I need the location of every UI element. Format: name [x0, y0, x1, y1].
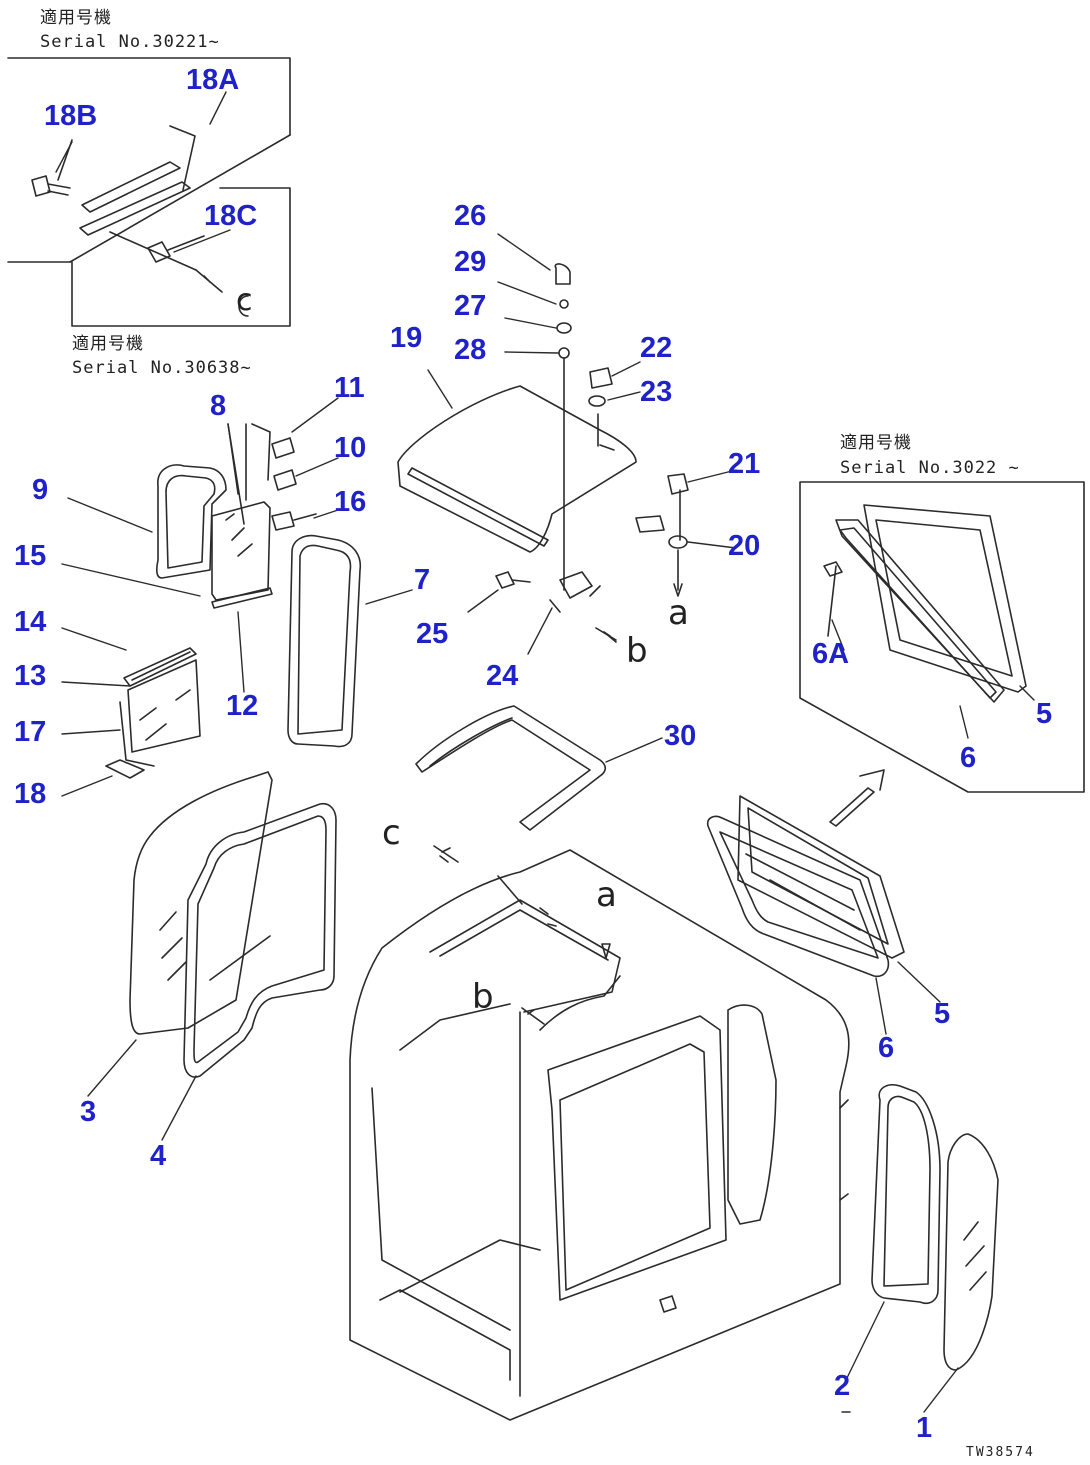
callout-18: 18	[14, 778, 47, 810]
roof-glass-19	[397, 385, 637, 553]
callout-15: 15	[14, 540, 47, 572]
callout-19: 19	[390, 322, 423, 354]
callout-18B: 18B	[44, 100, 98, 132]
inset-frame-serial-30638	[71, 187, 291, 327]
callout-29: 29	[454, 246, 487, 278]
weatherstrip-7	[287, 534, 362, 748]
callout-13: 13	[14, 660, 47, 692]
callout-30: 30	[664, 720, 697, 752]
leader-lines	[55, 91, 1035, 1413]
ref-letter-c-inset: c	[236, 283, 253, 318]
reference-arrows	[433, 631, 617, 1025]
serial-note-inset: Serial No.30638~	[72, 358, 252, 378]
serial-note-top-left: Serial No.30221~	[40, 32, 220, 52]
callout-28: 28	[454, 334, 487, 366]
stopper-17-18	[105, 759, 145, 779]
rail-12-14-15	[123, 587, 273, 687]
roof-fasteners	[495, 263, 689, 641]
sliding-window-inset	[823, 504, 1027, 703]
callout-18C: 18C	[204, 200, 258, 232]
callout-8: 8	[210, 390, 227, 422]
callout-7: 7	[414, 564, 431, 596]
callout-17: 17	[14, 716, 47, 748]
window-rail-18A	[79, 125, 196, 236]
callout-3: 3	[80, 1096, 97, 1128]
callout-20: 20	[728, 530, 761, 562]
callout-6A: 6A	[812, 638, 850, 670]
bolt-18B	[31, 139, 73, 197]
callout-10: 10	[334, 432, 367, 464]
serial-note-right: Serial No.3022 ~	[840, 458, 1020, 478]
callout-12: 12	[226, 690, 259, 722]
callout-16: 16	[334, 486, 367, 518]
callout-11: 11	[334, 372, 365, 404]
callout-26: 26	[454, 200, 487, 232]
ref-letter-b: b	[626, 631, 648, 671]
callout-27: 27	[454, 290, 487, 322]
roof-seal-30	[415, 705, 607, 831]
callout-4: 4	[150, 1140, 167, 1172]
glass-13	[119, 659, 201, 767]
sliding-window-5-6	[706, 769, 905, 978]
bracket-18C	[109, 231, 249, 317]
glass-8	[211, 423, 271, 601]
callout-2: 2	[834, 1370, 851, 1402]
ref-letter-b-cab: b	[472, 977, 494, 1017]
callout-9: 9	[32, 474, 49, 506]
drawing-code: TW38574	[966, 1445, 1035, 1460]
latch-11-10-16	[251, 423, 317, 531]
fixed-window-1-2	[871, 1084, 999, 1371]
serial-note-jp-inset: 適用号機	[72, 334, 144, 354]
callout-24: 24	[486, 660, 519, 692]
ref-letter-a-cab: a	[596, 875, 617, 915]
ref-letter-a: a	[668, 593, 689, 633]
weatherstrip-9	[156, 464, 227, 579]
door-seal-4	[183, 802, 337, 1078]
callout-14: 14	[14, 606, 47, 638]
inset-frame-serial-30221	[7, 57, 291, 263]
callout-23: 23	[640, 376, 673, 408]
callout-22: 22	[640, 332, 673, 364]
callout-6: 6	[878, 1032, 895, 1064]
callout-21: 21	[728, 448, 761, 480]
inset-frame-serial-3022	[799, 481, 1085, 793]
callout-25: 25	[416, 618, 449, 650]
door-glass-3	[129, 771, 273, 1035]
callout-5-inset: 5	[1036, 698, 1053, 730]
ref-letter-c: c	[382, 813, 401, 853]
serial-note-jp-right: 適用号機	[840, 433, 912, 453]
callout-1: 1	[916, 1412, 933, 1444]
callout-6-inset: 6	[960, 742, 977, 774]
cab-body	[349, 849, 850, 1421]
callout-5: 5	[934, 998, 951, 1030]
serial-note-jp-top-left: 適用号機	[40, 8, 112, 28]
callout-18A: 18A	[186, 64, 240, 96]
